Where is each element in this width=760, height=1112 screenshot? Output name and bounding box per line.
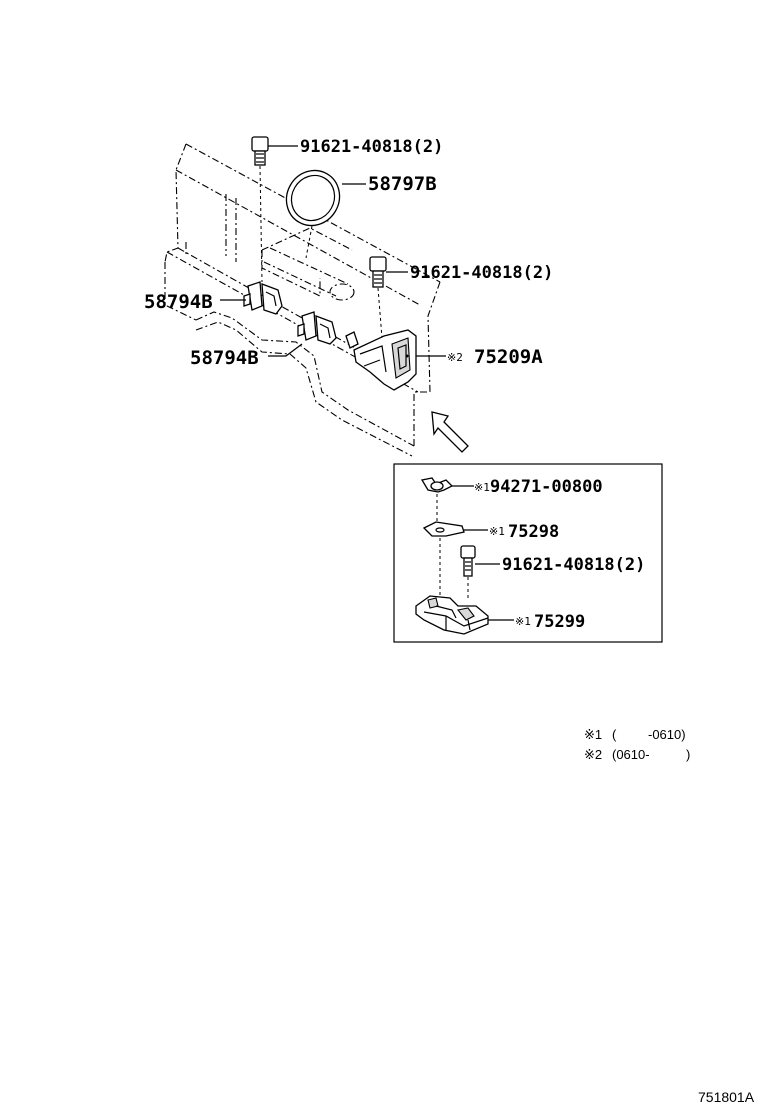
part-label-inset-bolt: 91621-40818(2) bbox=[502, 555, 645, 575]
grommet-ring-icon bbox=[285, 169, 341, 259]
holder-mark: ※2 bbox=[447, 351, 463, 364]
bolt-mid-icon bbox=[369, 256, 387, 339]
svg-text:): ) bbox=[686, 747, 690, 762]
figure-id: 751801A bbox=[698, 1089, 755, 1105]
part-label-grommet: 58797B bbox=[368, 173, 437, 195]
body-panel-outline bbox=[164, 143, 441, 457]
wing-nut-mark: ※1 bbox=[474, 481, 490, 494]
plate-mark: ※1 bbox=[489, 525, 505, 538]
jack-holder-icon bbox=[345, 329, 417, 391]
part-label-clip-upper: 58794B bbox=[144, 291, 213, 313]
svg-text:※2: ※2 bbox=[584, 747, 602, 762]
plate-icon bbox=[422, 521, 465, 596]
svg-text:(0610-: (0610- bbox=[612, 747, 650, 762]
leader-clip-lower bbox=[268, 343, 303, 357]
part-label-holder: 75209A bbox=[474, 346, 543, 368]
wing-nut-icon bbox=[420, 477, 454, 522]
svg-text:-0610): -0610) bbox=[648, 727, 686, 742]
part-label-plate: 75298 bbox=[508, 522, 559, 542]
footnote-2: ※2 (0610- ) bbox=[584, 747, 690, 762]
inset-bolt-icon bbox=[460, 545, 476, 600]
bracket-icon bbox=[415, 595, 489, 635]
part-label-bolt-top: 91621-40818(2) bbox=[300, 137, 443, 157]
duct-cylinder bbox=[263, 247, 355, 301]
part-label-wing-nut: 94271-00800 bbox=[490, 477, 603, 497]
clip-lower-icon bbox=[297, 311, 337, 345]
view-arrow-icon bbox=[431, 411, 469, 453]
svg-text:※1: ※1 bbox=[584, 727, 602, 742]
footnote-1: ※1 ( -0610) bbox=[584, 727, 686, 742]
inset-box bbox=[393, 463, 663, 643]
bracket-mark: ※1 bbox=[515, 615, 531, 628]
part-label-clip-lower: 58794B bbox=[190, 347, 259, 369]
part-label-bolt-mid: 91621-40818(2) bbox=[410, 263, 553, 283]
part-label-bracket: 75299 bbox=[534, 612, 585, 632]
bolt-top-icon bbox=[251, 136, 269, 283]
clip-upper-icon bbox=[243, 281, 283, 315]
svg-text:(: ( bbox=[612, 727, 617, 742]
